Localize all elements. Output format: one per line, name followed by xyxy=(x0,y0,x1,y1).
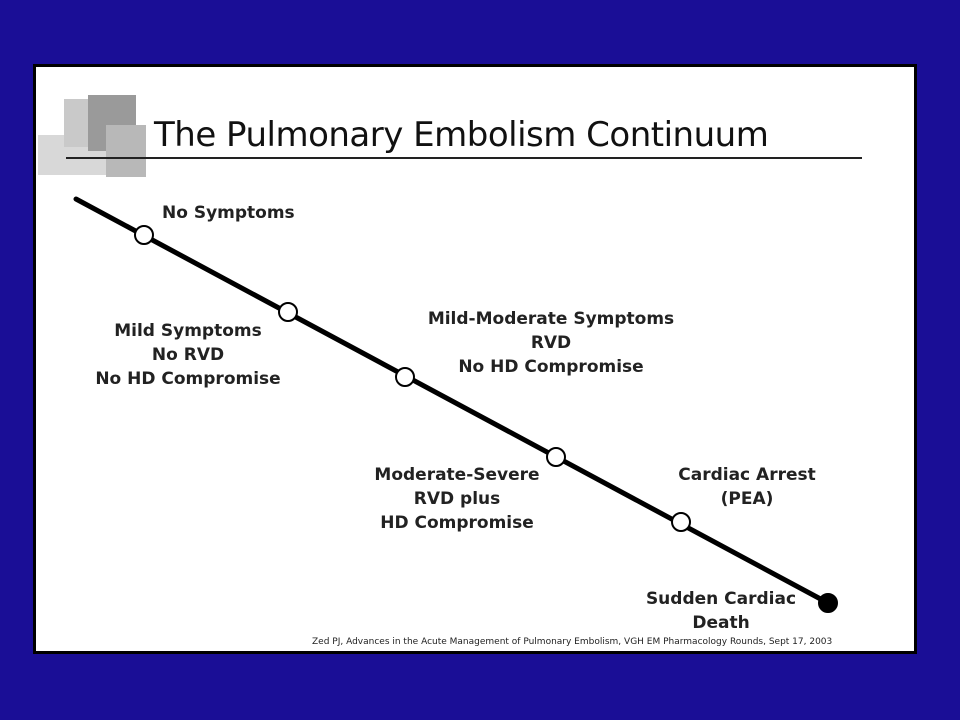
slide-title: The Pulmonary Embolism Continuum xyxy=(154,115,769,155)
continuum-diagram xyxy=(73,196,838,613)
stage-label-sudden-death: Sudden Cardiac Death xyxy=(645,589,797,633)
stage-marker-mild xyxy=(278,302,298,322)
stage-label-moderate-severe: Moderate-Severe RVD plus HD Compromise xyxy=(374,465,540,533)
stage-marker-moderate-severe xyxy=(546,447,566,467)
citation: Zed PJ, Advances in the Acute Management… xyxy=(312,637,833,647)
stage-label-mild: Mild Symptoms No RVD No HD Compromise xyxy=(95,321,281,389)
stage-marker-cardiac-arrest xyxy=(671,512,691,532)
title-decoration xyxy=(106,125,146,177)
stage-marker-sudden-death xyxy=(818,593,838,613)
slide: The Pulmonary Embolism Continuum No Symp… xyxy=(33,64,917,654)
stage-marker-mild-moderate xyxy=(395,367,415,387)
stage-label-no-symptoms: No Symptoms xyxy=(162,203,295,223)
title-underline xyxy=(66,157,862,159)
stage-marker-no-symptoms xyxy=(134,225,154,245)
stage-label-mild-moderate: Mild-Moderate Symptoms RVD No HD Comprom… xyxy=(427,309,675,377)
stage-label-cardiac-arrest: Cardiac Arrest (PEA) xyxy=(678,465,816,509)
continuum-line xyxy=(73,196,831,606)
